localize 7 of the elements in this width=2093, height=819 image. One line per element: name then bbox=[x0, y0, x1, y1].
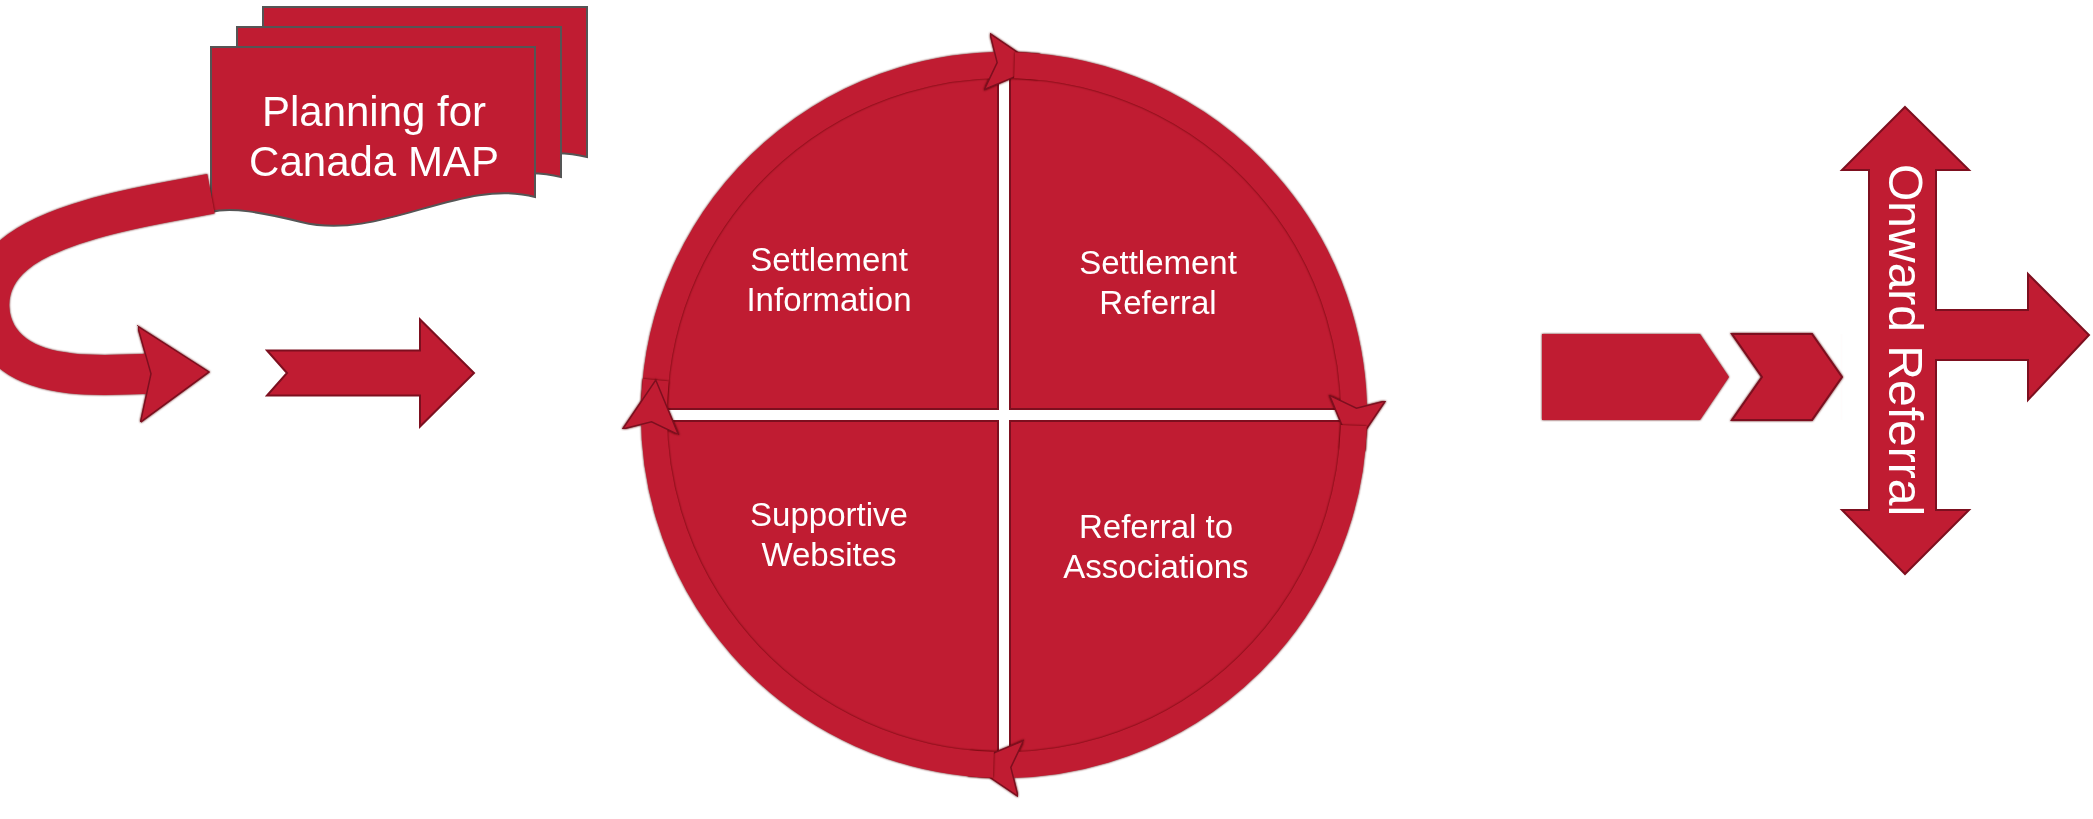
node-label: Settlement Referral bbox=[1078, 243, 1238, 323]
node-label: Planning for Canada MAP bbox=[248, 86, 500, 187]
node-label: Referral to Associations bbox=[1062, 507, 1250, 587]
node-label: Settlement Information bbox=[745, 240, 913, 320]
curved-arrow bbox=[0, 174, 215, 423]
node-label: Supportive Websites bbox=[749, 495, 909, 575]
node-label: Onward Referral bbox=[1877, 163, 1933, 517]
